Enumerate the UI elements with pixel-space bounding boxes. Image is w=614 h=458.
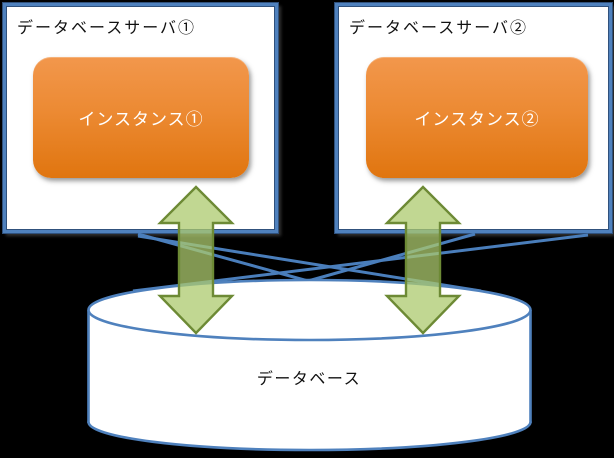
cylinder-top-ellipse	[87, 278, 532, 342]
database-cylinder: データベース	[87, 278, 532, 452]
connector-line-box2-cross	[132, 233, 589, 293]
connector-line-box1-to-db-top	[137, 232, 309, 283]
instance-box-1: インスタンス①	[33, 57, 249, 178]
instance-box-2-label: インスタンス②	[414, 110, 540, 129]
instance-box-2: インスタンス②	[366, 57, 588, 178]
connector-lines	[132, 232, 589, 293]
cylinder-body	[88, 310, 531, 422]
instance-box-1-label: インスタンス①	[78, 110, 204, 129]
server-box-1-title: データベースサーバ①	[17, 20, 197, 37]
cylinder-bottom-arc	[87, 392, 532, 452]
server-box-2-title: データベースサーバ②	[349, 20, 529, 37]
connector-line-box2-to-db-top	[307, 232, 476, 283]
database-label: データベース	[257, 369, 361, 388]
connector-line-box1-cross	[137, 234, 482, 293]
